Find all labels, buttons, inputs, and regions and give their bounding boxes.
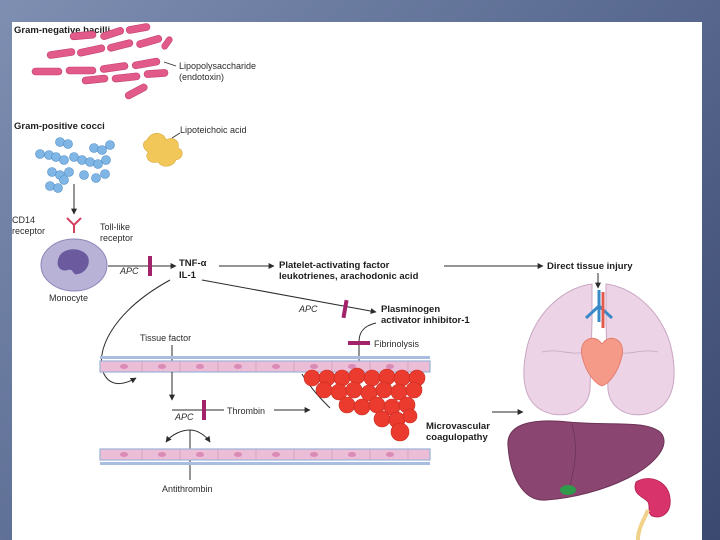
monocyte-icon	[40, 238, 108, 292]
sepsis-pathway-diagram: Gram-negative bacilli Lipopolysaccharide…	[12, 23, 675, 540]
paf-label-line2: leukotrienes, arachodonic acid	[279, 271, 419, 282]
il1-label: IL-1	[179, 270, 197, 281]
heart-icon	[580, 337, 624, 387]
gram-positive-label: Gram-positive cocci	[14, 121, 105, 132]
tnf-label: TNF-α	[179, 258, 207, 269]
cocci-icon	[35, 137, 115, 193]
bacilli-icon	[31, 23, 173, 100]
pai-to-fibrinolysis-line	[358, 322, 377, 343]
gram-negative-label: Gram-negative bacilli	[14, 25, 110, 36]
antithrombin-fork-arrow	[165, 429, 211, 443]
gallbladder-icon	[560, 485, 576, 495]
apc-inhibitor-bar-2	[341, 299, 349, 319]
apc-inhibitor-bar-3	[202, 400, 206, 420]
cd14-label-line2: receptor	[12, 226, 45, 236]
lipoteichoic-acid-icon	[143, 132, 183, 167]
lps-label-line2: (endotoxin)	[179, 72, 224, 82]
lung-icon	[523, 283, 675, 416]
slide-canvas: Gram-negative bacilli Lipopolysaccharide…	[12, 22, 702, 540]
direct-injury-label: Direct tissue injury	[547, 261, 633, 272]
lps-leader-line	[163, 61, 177, 67]
monocyte-label: Monocyte	[49, 293, 88, 303]
apc-label-3: APC	[174, 412, 194, 422]
receptor-icon	[66, 217, 82, 233]
lta-leader-line	[171, 132, 181, 139]
lps-label-line1: Lipopolysaccharide	[179, 61, 256, 71]
antithrombin-label: Antithrombin	[162, 484, 213, 494]
micro-label-line1: Microvascular	[426, 421, 490, 432]
vessel-wall-lower	[99, 448, 431, 465]
cd14-label-line1: CD14	[12, 215, 35, 225]
apc-label-1: APC	[119, 266, 139, 276]
pai-label-line2: activator inhibitor-1	[381, 315, 470, 326]
lipoteichoic-label: Lipoteichoic acid	[180, 125, 247, 135]
pai-label-line1: Plasminogen	[381, 304, 440, 315]
vessel-wall-upper	[99, 356, 431, 373]
apc-label-2: APC	[298, 304, 318, 314]
kidney-icon	[634, 478, 671, 540]
tlr-label-line2: receptor	[100, 233, 133, 243]
trachea-vessels-icon	[584, 290, 614, 328]
fibrinolysis-label: Fibrinolysis	[374, 339, 420, 349]
tlr-label-line1: Toll-like	[100, 222, 130, 232]
apc-inhibitor-bar-1	[148, 256, 152, 276]
paf-label-line1: Platelet-activating factor	[279, 260, 390, 271]
fibrinolysis-inhibitor-bar	[348, 341, 370, 345]
liver-icon	[507, 420, 665, 501]
tissue-factor-label: Tissue factor	[140, 333, 191, 343]
thrombin-label: Thrombin	[227, 406, 265, 416]
il1-to-pai-arrow	[201, 279, 377, 314]
clot-icon	[303, 367, 426, 442]
micro-label-line2: coagulopathy	[426, 432, 488, 443]
